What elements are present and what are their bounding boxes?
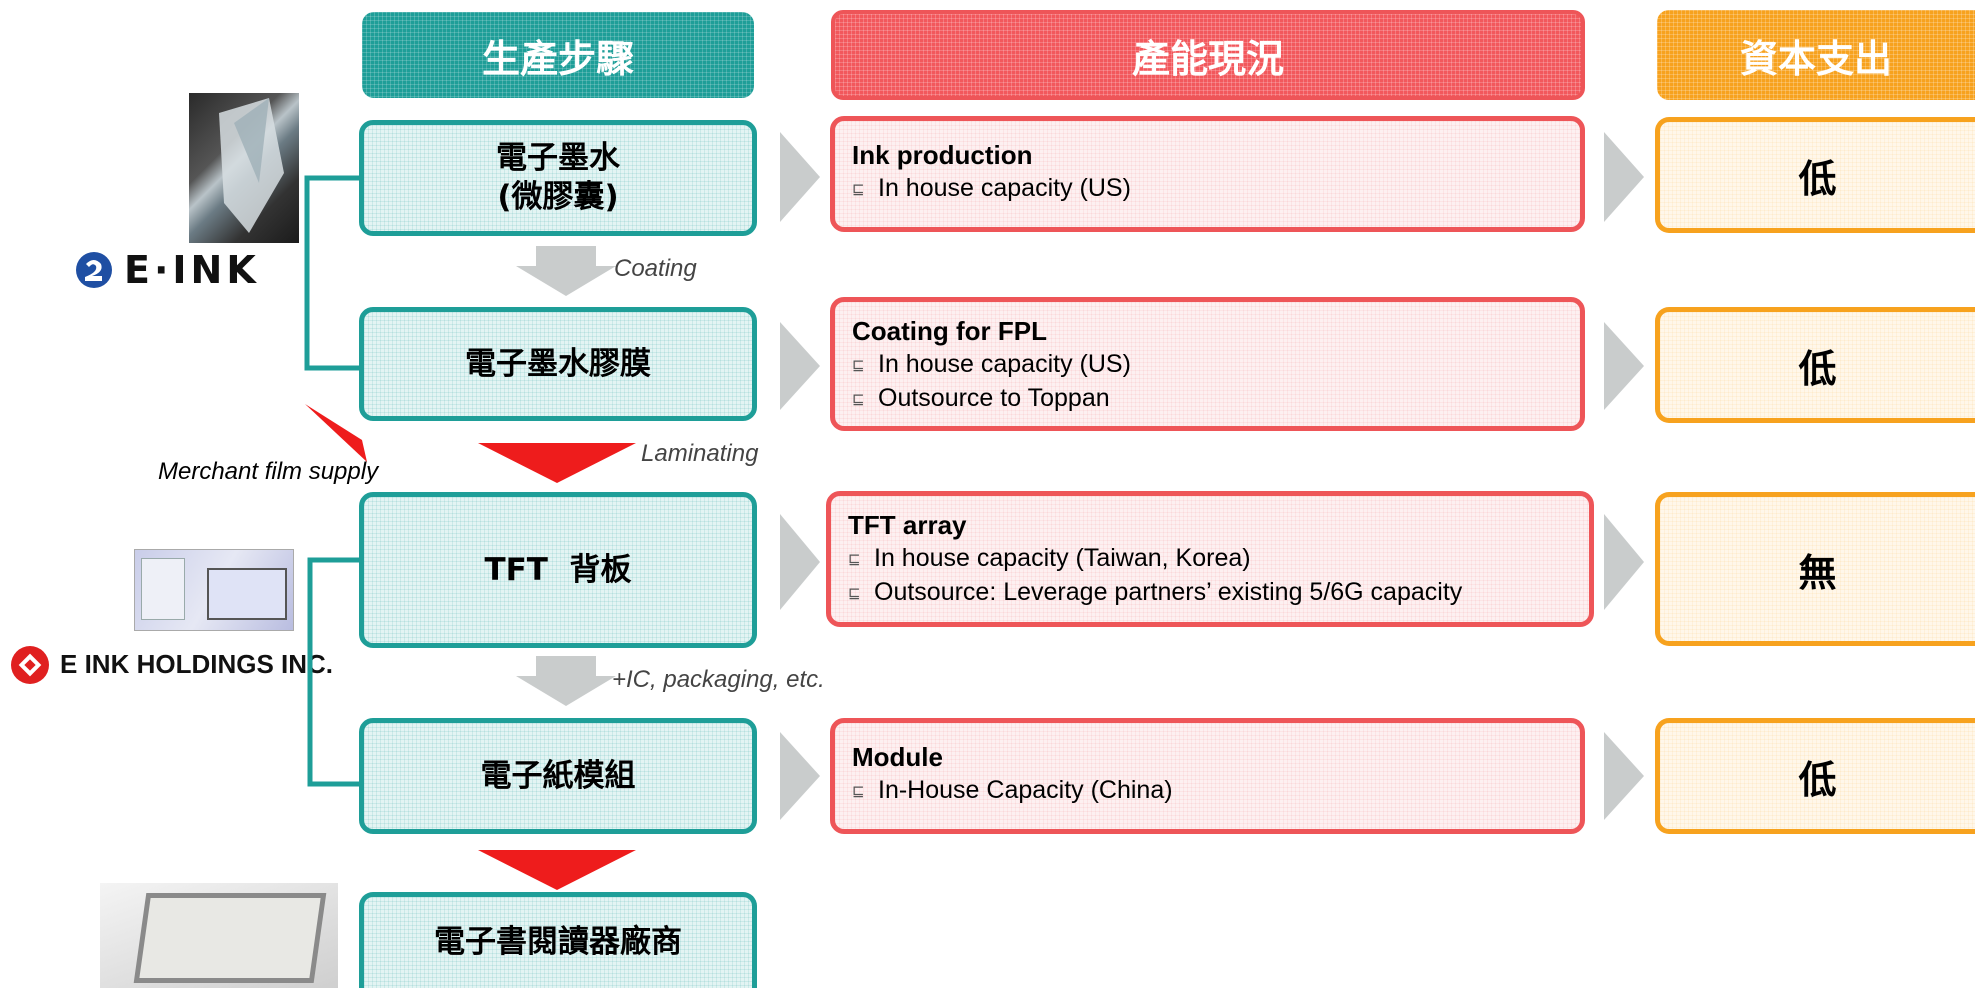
right-arrow-2b — [1604, 322, 1644, 410]
capacity-ink-title: Ink production — [852, 140, 1033, 170]
capacity-tft: TFT array ⊑ In house capacity (Taiwan, Ko… — [826, 491, 1594, 627]
capacity-coating-bullet-1-text: In house capacity (US) — [878, 350, 1131, 378]
capacity-module: Module ⊑ In-House Capacity (China) — [830, 718, 1585, 834]
capacity-tft-bullet-2: ⊑ Outsource: Leverage partners’ existing … — [848, 576, 1589, 610]
eink-logo: E·INK — [74, 248, 294, 294]
right-arrow-1a — [780, 132, 820, 222]
capacity-coating-title: Coating for FPL — [852, 316, 1047, 346]
step-tft-label: TFT 背板 — [484, 551, 632, 588]
bullet-icon: ⊑ — [852, 391, 865, 408]
capex-film: 低 — [1655, 307, 1975, 423]
capacity-coating: Coating for FPL ⊑In house capacity (US) … — [830, 297, 1585, 431]
eih-logo-text: E INK HOLDINGS INC. — [60, 649, 334, 679]
right-arrow-1b — [1604, 132, 1644, 222]
eink-logo-text: E·INK — [124, 248, 260, 292]
foil-sheet-icon — [219, 98, 284, 233]
step-module-label: 電子紙模組 — [480, 757, 636, 794]
eih-bracket — [307, 557, 362, 787]
capacity-ink-bullet-text: In house capacity (US) — [878, 174, 1131, 202]
right-arrow-4a — [780, 732, 820, 820]
bullet-icon: ⊑ — [848, 585, 861, 602]
step-film-label: 電子墨水膠膜 — [465, 345, 651, 382]
eink-bracket — [304, 175, 362, 371]
capex-ink: 低 — [1655, 117, 1975, 233]
bullet-icon: ⊑ — [852, 783, 865, 800]
capacity-ink: Ink production ⊑ In house capacity (US) — [830, 116, 1585, 232]
capacity-coating-bullet-1: ⊑ In house capacity (US) — [852, 348, 1580, 382]
eih-panel-display — [207, 568, 287, 620]
capacity-tft-bullet-2-text: Outsource: Leverage partners’ existing 5… — [874, 578, 1463, 606]
capex-ink-value: 低 — [1798, 156, 1837, 201]
step-tft-backplane: TFT 背板 — [359, 492, 757, 648]
capex-film-value: 低 — [1798, 346, 1837, 391]
right-arrow-3b — [1604, 514, 1644, 610]
capacity-ink-bullet: ⊑ In house capacity (US) — [852, 172, 1580, 206]
capacity-module-bullet-text: In-House Capacity (China) — [878, 776, 1173, 804]
right-arrow-2a — [780, 322, 820, 410]
capacity-module-bullet: ⊑ In-House Capacity (China) — [852, 774, 1580, 808]
capacity-tft-bullet-1: ⊑ In house capacity (Taiwan, Korea) — [848, 542, 1589, 576]
capacity-module-title: Module — [852, 742, 943, 772]
note-merchant: Merchant film supply — [158, 458, 379, 485]
step-reader-label: 電子書閱讀器廠商 — [434, 924, 682, 961]
step-ink-microcapsule: 電子墨水(微膠囊) — [359, 120, 757, 236]
eink-swirl-icon — [76, 252, 112, 288]
eih-diamond-icon — [11, 646, 49, 684]
header-capacity-label: 產能現況 — [1131, 36, 1284, 81]
header-capex-label: 資本支出 — [1739, 36, 1892, 81]
capex-module: 低 — [1655, 718, 1975, 834]
right-arrow-4b — [1604, 732, 1644, 820]
eih-panel-photo — [134, 549, 294, 631]
capacity-coating-bullet-2: ⊑ Outsource to Toppan — [852, 382, 1580, 416]
step-ink-film: 電子墨水膠膜 — [359, 307, 757, 421]
capacity-tft-title: TFT array — [848, 510, 967, 540]
merchant-supply-arrow — [305, 404, 367, 462]
header-steps-label: 生產步驟 — [481, 36, 634, 81]
capex-tft-value: 無 — [1798, 550, 1837, 595]
step-ink-label-1: 電子墨水 — [496, 140, 620, 177]
header-capex: 資本支出 — [1657, 10, 1975, 100]
note-ic-packaging: +IC, packaging, etc. — [612, 666, 825, 693]
step-ink-label-2: (微膠囊) — [497, 179, 619, 215]
header-capacity: 產能現況 — [831, 10, 1585, 100]
down-arrow-ic — [516, 656, 616, 706]
capacity-coating-bullet-2-text: Outsource to Toppan — [878, 384, 1110, 412]
note-laminating: Laminating — [641, 440, 759, 467]
eih-panel-card — [141, 558, 185, 620]
step-ereader-vendors: 電子書閱讀器廠商 — [359, 892, 757, 988]
ink-film-photo — [189, 93, 299, 243]
bullet-icon: ⊑ — [852, 181, 865, 198]
down-arrow-laminating — [478, 443, 636, 483]
capex-tft: 無 — [1655, 492, 1975, 646]
header-steps: 生產步驟 — [362, 12, 754, 98]
bullet-icon: ⊑ — [852, 357, 865, 374]
capacity-tft-bullet-1-text: In house capacity (Taiwan, Korea) — [874, 544, 1251, 572]
capex-module-value: 低 — [1798, 757, 1837, 802]
down-arrow-reader — [478, 850, 636, 890]
bullet-icon: ⊑ — [848, 551, 861, 568]
step-epaper-module: 電子紙模組 — [359, 718, 757, 834]
ereader-photo — [100, 883, 338, 988]
eih-logo: E INK HOLDINGS INC. — [10, 643, 360, 687]
right-arrow-3a — [780, 514, 820, 610]
note-coating: Coating — [614, 255, 697, 282]
down-arrow-coating — [516, 246, 616, 296]
